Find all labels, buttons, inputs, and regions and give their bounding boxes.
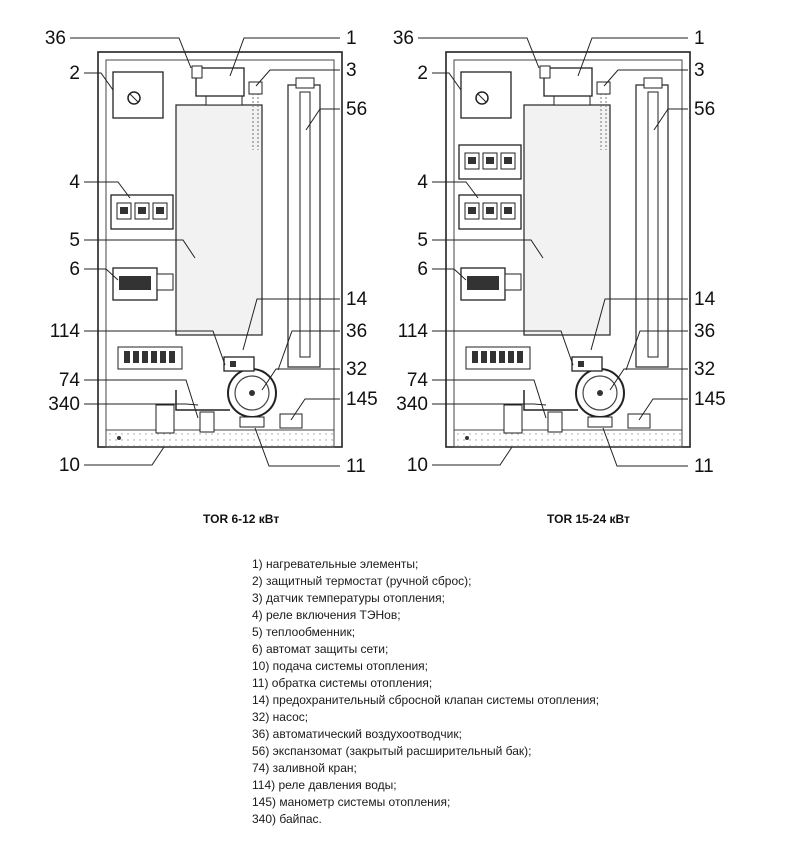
leader-line xyxy=(242,298,340,351)
legend-item: 10) подача системы отопления; xyxy=(252,659,428,673)
callout-label: 11 xyxy=(346,456,366,477)
leader-line xyxy=(432,403,547,406)
callout-label: 36 xyxy=(393,28,414,49)
boiler-diagram-left xyxy=(97,51,343,448)
leader-line xyxy=(609,368,688,391)
leader-line xyxy=(261,368,340,391)
legend-item: 11) обратка системы отопления; xyxy=(252,676,433,690)
leader-line xyxy=(277,330,340,371)
leader-line xyxy=(603,69,688,87)
legend-item: 2) защитный термостат (ручной сброс); xyxy=(252,574,472,588)
callout-label: 6 xyxy=(69,259,80,280)
callout-label: 114 xyxy=(50,321,81,342)
callout-label: 32 xyxy=(694,359,715,380)
legend-item: 3) датчик температуры отопления; xyxy=(252,591,445,605)
leader-line xyxy=(432,239,544,259)
leader-line xyxy=(432,330,574,366)
callout-label: 4 xyxy=(69,172,80,193)
callout-label: 10 xyxy=(407,455,428,476)
callout-label: 14 xyxy=(694,289,716,310)
leader-line xyxy=(84,72,114,91)
callout-label: 340 xyxy=(48,394,80,415)
callout-label: 340 xyxy=(396,394,428,415)
leader-line xyxy=(84,239,196,259)
leader-line xyxy=(84,403,199,406)
caption-right: TOR 15-24 кВт xyxy=(547,512,630,526)
callout-label: 11 xyxy=(694,456,714,477)
callout-label: 145 xyxy=(694,389,726,410)
callout-label: 1 xyxy=(694,28,705,49)
boiler-diagrams: 3624561147434010135614363214511362456114… xyxy=(45,28,726,477)
legend-item: 6) автомат защиты сети; xyxy=(252,642,389,656)
leader-line xyxy=(432,181,479,199)
leader-line xyxy=(590,298,688,351)
callout-label: 145 xyxy=(346,389,378,410)
leader-line xyxy=(290,398,340,421)
callout-layer: 3624561147434010135614363214511362456114… xyxy=(45,28,726,477)
leader-line xyxy=(305,108,340,131)
leader-line xyxy=(432,379,547,419)
leader-line xyxy=(84,446,165,466)
callout-label: 74 xyxy=(59,370,81,391)
caption-left: TOR 6-12 кВт xyxy=(203,512,280,526)
leader-line xyxy=(229,37,340,77)
callout-label: 36 xyxy=(694,321,715,342)
leader-line xyxy=(255,69,340,87)
callout-label: 56 xyxy=(694,99,715,120)
leader-line xyxy=(602,427,688,467)
legend-item: 145) манометр системы отопления; xyxy=(252,795,451,809)
legend-item: 114) реле давления воды; xyxy=(252,778,397,792)
callout-label: 10 xyxy=(59,455,80,476)
callout-label: 114 xyxy=(398,321,429,342)
leader-line xyxy=(432,446,513,466)
callout-label: 56 xyxy=(346,99,367,120)
leader-line xyxy=(577,37,688,77)
callout-label: 6 xyxy=(417,259,428,280)
legend-item: 36) автоматический воздухоотводчик; xyxy=(252,727,462,741)
callout-label: 74 xyxy=(407,370,429,391)
leader-line xyxy=(653,108,688,131)
leader-line xyxy=(625,330,688,371)
legend-item: 4) реле включения ТЭНов; xyxy=(252,608,401,622)
legend-item: 14) предохранительный сбросной клапан си… xyxy=(252,693,600,707)
leader-line xyxy=(432,268,467,281)
callout-label: 3 xyxy=(694,60,705,81)
callout-label: 4 xyxy=(417,172,428,193)
legend-list: 1) нагревательные элементы; 2) защитный т… xyxy=(252,556,599,828)
leader-line xyxy=(84,379,199,419)
legend-item: 56) экспанзомат (закрытый расширительный… xyxy=(252,744,532,758)
callout-label: 5 xyxy=(417,230,428,251)
leader-line xyxy=(254,427,340,467)
leader-line xyxy=(418,37,540,69)
callout-label: 5 xyxy=(69,230,80,251)
callout-label: 36 xyxy=(45,28,66,49)
callout-label: 1 xyxy=(346,28,357,49)
leader-line xyxy=(84,181,131,199)
callout-label: 36 xyxy=(346,321,367,342)
leader-line xyxy=(432,72,462,91)
legend-item: 5) теплообменник; xyxy=(252,625,356,639)
legend-item: 1) нагревательные элементы; xyxy=(252,557,419,571)
callout-label: 14 xyxy=(346,289,368,310)
boiler-diagram-right xyxy=(445,51,691,448)
callout-label: 2 xyxy=(69,63,80,84)
callout-label: 2 xyxy=(417,63,428,84)
callout-label: 32 xyxy=(346,359,367,380)
leader-line xyxy=(638,398,688,421)
legend-item: 32) насос; xyxy=(252,710,309,724)
legend-item: 340) байпас. xyxy=(252,812,322,826)
callout-label: 3 xyxy=(346,60,357,81)
leader-line xyxy=(84,268,119,281)
leader-line xyxy=(70,37,192,69)
leader-line xyxy=(84,330,226,366)
legend-item: 74) заливной кран; xyxy=(252,761,357,775)
